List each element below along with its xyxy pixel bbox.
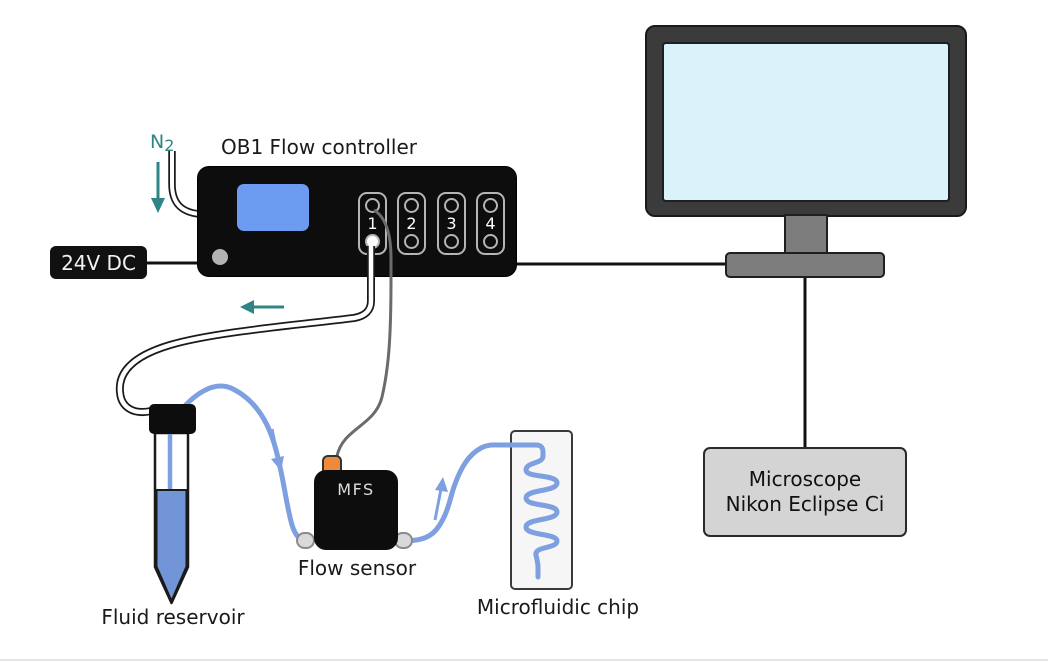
n2-symbol: N bbox=[150, 131, 165, 153]
fluid-flow-down-arrow-shaft bbox=[270, 428, 280, 459]
channel-2-bottom-port bbox=[404, 234, 419, 249]
controller-title: OB1 Flow controller bbox=[221, 135, 417, 159]
channel-1-top-port bbox=[365, 198, 380, 213]
reservoir-glass-tube bbox=[153, 431, 190, 605]
fluid-tube-sensor-to-chip bbox=[399, 442, 505, 544]
fluid-flow-up-arrow-shaft bbox=[433, 488, 443, 521]
channel-1-bottom-port bbox=[365, 234, 380, 249]
microfluidic-chip-body bbox=[510, 430, 573, 590]
n2-gas-tube-outline bbox=[168, 151, 200, 218]
fluid-tube-reservoir-to-sensor bbox=[173, 383, 314, 545]
power-supply-label: 24V DC bbox=[61, 250, 136, 275]
channel-2-top-port bbox=[404, 198, 419, 213]
reservoir-liquid bbox=[155, 489, 188, 602]
monitor-stand-base bbox=[725, 252, 885, 278]
ob1-flow-controller: 1 2 3 4 bbox=[197, 166, 517, 277]
n2-gas-tube bbox=[170, 151, 200, 216]
microscope-box: Microscope Nikon Eclipse Ci bbox=[703, 447, 907, 537]
channel-4-bottom-port bbox=[483, 234, 498, 249]
sensor-left-fitting bbox=[296, 532, 315, 549]
flow-sensor-label: Flow sensor bbox=[297, 556, 417, 580]
n2-label: N2 bbox=[150, 131, 175, 155]
page-bottom-divider bbox=[0, 659, 1048, 661]
monitor-screen bbox=[662, 42, 950, 202]
channel-2-number: 2 bbox=[406, 213, 417, 233]
sensor-cable-lower bbox=[335, 277, 393, 457]
microscope-model: Nikon Eclipse Ci bbox=[725, 492, 885, 516]
channel-3-number: 3 bbox=[446, 213, 457, 233]
microscope-name: Microscope bbox=[748, 467, 862, 491]
channel-3-bottom-port bbox=[444, 234, 459, 249]
pneumatic-tube bbox=[117, 279, 374, 415]
microfluidic-chip-label: Microfluidic chip bbox=[476, 595, 640, 619]
channel-port-2: 2 bbox=[397, 192, 426, 255]
fluid-flow-down-arrow-icon bbox=[271, 456, 284, 471]
fluid-flow-up-arrow-icon bbox=[435, 477, 448, 492]
n2-subscript: 2 bbox=[164, 136, 175, 155]
channel-3-top-port bbox=[444, 198, 459, 213]
flow-sensor-body: MFS bbox=[314, 470, 398, 550]
monitor-stand-neck bbox=[784, 214, 828, 254]
channel-port-3: 3 bbox=[437, 192, 466, 255]
channel-4-number: 4 bbox=[485, 213, 496, 233]
channel-port-4: 4 bbox=[476, 192, 505, 255]
channel-4-top-port bbox=[483, 198, 498, 213]
sensor-device-label: MFS bbox=[337, 480, 375, 499]
pneumatic-tube-outline bbox=[115, 279, 375, 416]
fluid-reservoir-label: Fluid reservoir bbox=[101, 605, 245, 629]
controller-power-led bbox=[212, 249, 228, 265]
pressure-flow-arrow-icon bbox=[240, 300, 254, 314]
channel-port-1: 1 bbox=[358, 192, 387, 255]
controller-display bbox=[237, 184, 309, 231]
power-supply-box: 24V DC bbox=[50, 246, 147, 279]
channel-1-number: 1 bbox=[367, 213, 378, 233]
n2-flow-arrow-icon bbox=[151, 198, 165, 213]
reservoir-cap bbox=[149, 404, 196, 434]
